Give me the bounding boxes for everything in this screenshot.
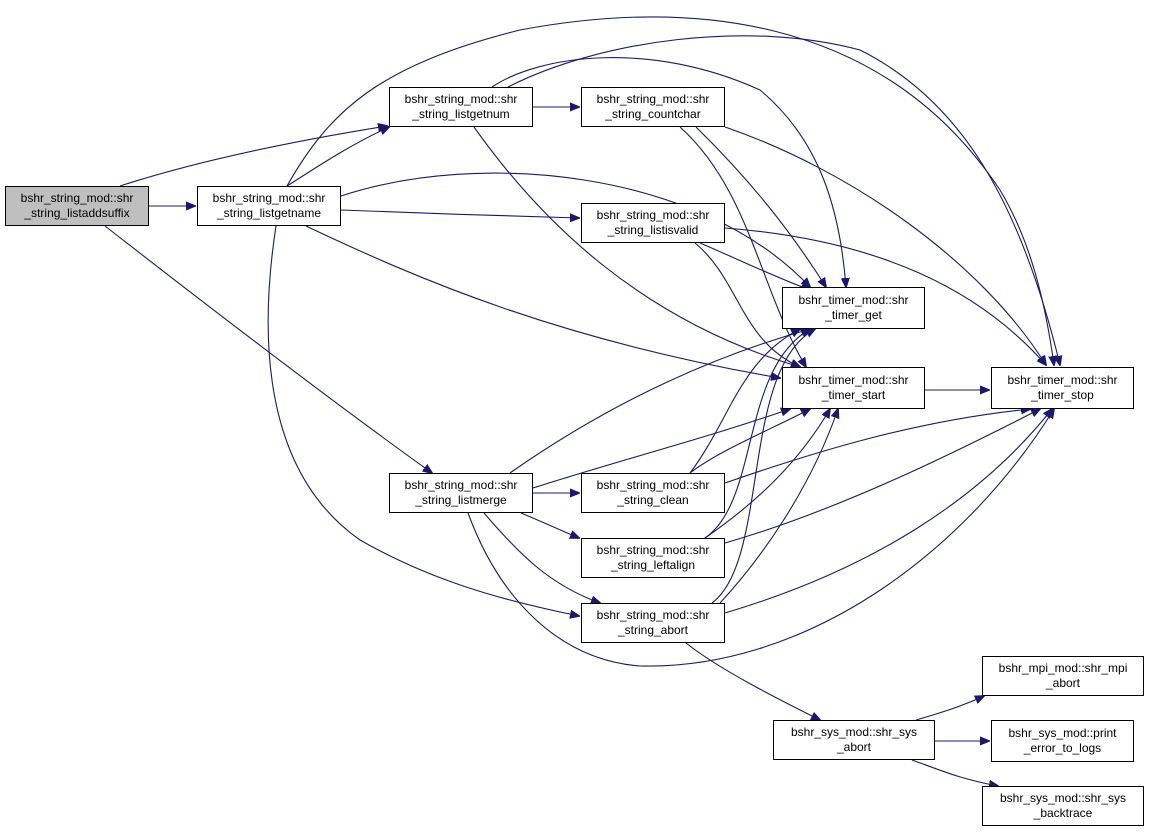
- edge-clean-timer-stop: [724, 409, 1030, 484]
- edge-listmerge-abort: [483, 512, 600, 603]
- node-sys-abort[interactable]: bshr_sys_mod::shr_sys _abort: [773, 720, 935, 760]
- edge-listisvalid-timer-start: [694, 242, 800, 367]
- node-sys-abort-line2: _abort: [836, 740, 872, 754]
- node-clean-line2: _string_clean: [617, 493, 689, 507]
- edge-listgetnum-timer-get: [491, 57, 846, 287]
- node-backtrace-line1: bshr_sys_mod::shr_sys: [999, 791, 1127, 805]
- node-backtrace[interactable]: bshr_sys_mod::shr_sys _backtrace: [982, 786, 1144, 826]
- edge-leftalign-timer-stop: [724, 409, 1040, 544]
- edge-listgetname-abort: [267, 225, 579, 616]
- node-print-error-line2: _error_to_logs: [1023, 741, 1102, 755]
- node-timer-get-line2: _timer_get: [825, 308, 882, 322]
- node-listaddsuffix-line2: _string_listaddsuffix: [24, 206, 130, 220]
- node-listaddsuffix-line1: bshr_string_mod::shr: [20, 191, 134, 205]
- node-print-error[interactable]: bshr_sys_mod::print _error_to_logs: [991, 720, 1134, 762]
- node-mpi-abort[interactable]: bshr_mpi_mod::shr_mpi _abort: [982, 656, 1144, 696]
- node-leftalign-line2: _string_leftalign: [610, 558, 696, 572]
- edge-abort-sys-abort: [685, 642, 820, 720]
- edge-clean-timer-start: [689, 409, 810, 474]
- edge-countchar-timer-stop: [724, 126, 1046, 365]
- node-listgetname[interactable]: bshr_string_mod::shr _string_listgetname: [197, 186, 341, 226]
- edge-listmerge-leftalign: [520, 512, 579, 538]
- edge-listaddsuffix-listgetnum: [119, 126, 387, 187]
- edge-countchar-timer-get: [695, 126, 826, 287]
- edge-listisvalid-timer-get: [699, 242, 810, 290]
- node-listmerge[interactable]: bshr_string_mod::shr _string_listmerge: [389, 473, 533, 513]
- edge-listaddsuffix-listmerge: [104, 225, 432, 473]
- edge-listmerge-timer-get: [509, 329, 810, 474]
- edge-sys-abort-backtrace: [911, 759, 998, 786]
- node-timer-start-line1: bshr_timer_mod::shr: [798, 373, 909, 387]
- node-listgetnum-line1: bshr_string_mod::shr: [404, 92, 518, 106]
- node-print-error-line1: bshr_sys_mod::print: [1008, 726, 1117, 740]
- node-abort-line2: _string_abort: [617, 623, 689, 637]
- node-timer-stop-line1: bshr_timer_mod::shr: [1007, 373, 1118, 387]
- node-countchar-line1: bshr_string_mod::shr: [596, 92, 710, 106]
- node-listgetnum-line2: _string_listgetnum: [412, 107, 510, 121]
- node-listisvalid-line1: bshr_string_mod::shr: [596, 208, 710, 222]
- edge-sys-abort-mpi-abort: [915, 696, 984, 721]
- edge-listgetname-listgetnum: [286, 127, 389, 187]
- node-timer-stop[interactable]: bshr_timer_mod::shr _timer_stop: [991, 367, 1134, 409]
- edge-abort-timer-start: [719, 409, 838, 604]
- node-listmerge-line1: bshr_string_mod::shr: [404, 478, 518, 492]
- node-leftalign-line1: bshr_string_mod::shr: [596, 543, 710, 557]
- edge-leftalign-timer-get: [704, 329, 810, 539]
- node-clean[interactable]: bshr_string_mod::shr _string_clean: [581, 473, 725, 513]
- node-listisvalid[interactable]: bshr_string_mod::shr _string_listisvalid: [581, 203, 725, 243]
- node-countchar-line2: _string_countchar: [605, 107, 701, 121]
- edge-listgetnum-timer-stop: [507, 35, 1060, 365]
- node-listgetnum[interactable]: bshr_string_mod::shr _string_listgetnum: [389, 87, 533, 127]
- edge-listgetname-timer-stop: [286, 16, 1054, 365]
- node-listisvalid-line2: _string_listisvalid: [607, 223, 699, 237]
- node-mpi-abort-line1: bshr_mpi_mod::shr_mpi: [998, 661, 1128, 675]
- node-clean-line1: bshr_string_mod::shr: [596, 478, 710, 492]
- edge-listgetname-timer-start: [305, 225, 780, 378]
- node-leftalign[interactable]: bshr_string_mod::shr _string_leftalign: [581, 538, 725, 578]
- edge-abort-timer-stop: [724, 409, 1052, 614]
- node-sys-abort-line1: bshr_sys_mod::shr_sys: [790, 725, 918, 739]
- edge-listisvalid-timer-stop: [724, 227, 1046, 365]
- edge-listgetnum-timer-start: [473, 126, 800, 367]
- node-timer-stop-line2: _timer_stop: [1031, 388, 1094, 402]
- node-timer-start[interactable]: bshr_timer_mod::shr _timer_start: [782, 367, 925, 409]
- node-abort[interactable]: bshr_string_mod::shr _string_abort: [581, 603, 725, 643]
- node-listmerge-line2: _string_listmerge: [415, 493, 507, 507]
- node-mpi-abort-line2: _abort: [1045, 676, 1081, 690]
- edge-listmerge-timer-stop: [467, 409, 1054, 667]
- node-listgetname-line1: bshr_string_mod::shr: [212, 191, 326, 205]
- edge-leftalign-timer-start: [704, 409, 830, 539]
- node-abort-line1: bshr_string_mod::shr: [596, 608, 710, 622]
- edge-listgetname-timer-get: [340, 172, 810, 287]
- node-listgetname-line2: _string_listgetname: [216, 206, 322, 220]
- edge-abort-timer-get: [711, 329, 815, 604]
- edge-clean-timer-get: [689, 329, 800, 474]
- node-countchar[interactable]: bshr_string_mod::shr _string_countchar: [581, 87, 725, 127]
- node-timer-get[interactable]: bshr_timer_mod::shr _timer_get: [782, 287, 925, 329]
- node-listaddsuffix: bshr_string_mod::shr _string_listaddsuff…: [5, 186, 149, 226]
- node-timer-start-line2: _timer_start: [821, 388, 886, 402]
- node-timer-get-line1: bshr_timer_mod::shr: [798, 293, 909, 307]
- node-backtrace-line2: _backtrace: [1033, 806, 1093, 820]
